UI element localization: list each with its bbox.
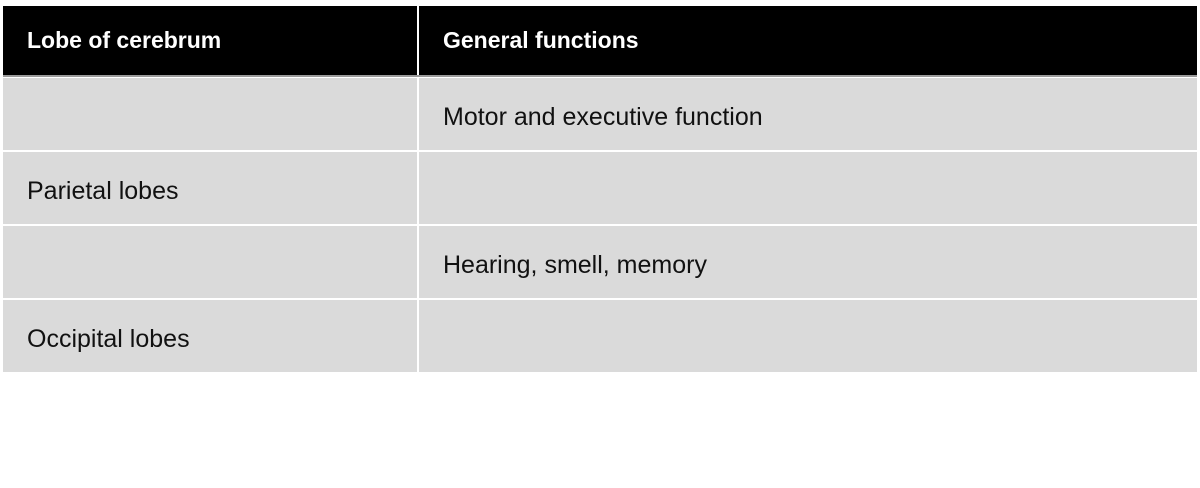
table-row: Hearing, smell, memory	[3, 226, 1197, 298]
lobe-cell: Occipital lobes	[3, 300, 417, 372]
function-cell: Hearing, smell, memory	[419, 226, 1197, 298]
header-divider	[3, 75, 1197, 77]
function-cell	[419, 300, 1197, 372]
lobe-cell	[3, 226, 417, 298]
lobe-cell	[3, 78, 417, 150]
table-row: Occipital lobes	[3, 300, 1197, 372]
header-functions: General functions	[419, 6, 1197, 75]
table-row: Motor and executive function	[3, 78, 1197, 150]
table-row: Parietal lobes	[3, 152, 1197, 224]
table-header-row: Lobe of cerebrum General functions	[3, 6, 1197, 75]
lobe-function-table: Lobe of cerebrum General functions Motor…	[3, 6, 1197, 372]
lobe-cell: Parietal lobes	[3, 152, 417, 224]
function-cell: Motor and executive function	[419, 78, 1197, 150]
function-cell	[419, 152, 1197, 224]
header-lobe: Lobe of cerebrum	[3, 6, 417, 75]
